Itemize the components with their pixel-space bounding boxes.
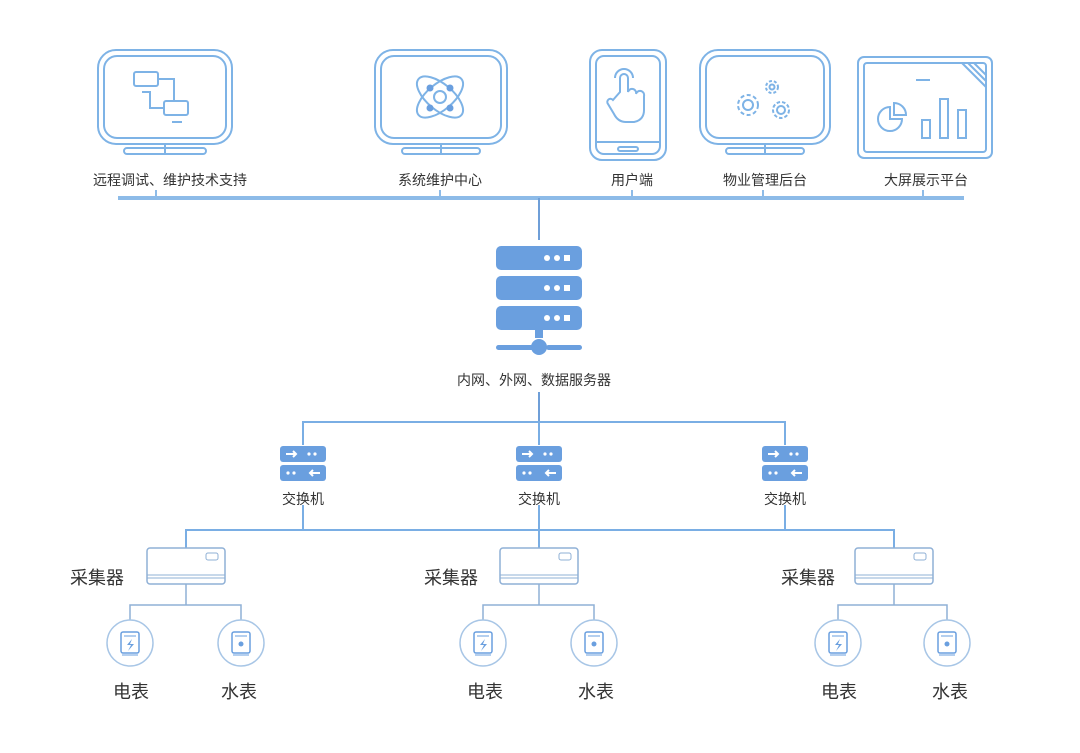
network-monitor-icon (97, 49, 233, 155)
collector-icon (146, 547, 226, 585)
gears-monitor-icon (699, 49, 831, 155)
electric-meter-label: 电表 (467, 682, 503, 703)
endpoint-label-maintenance-center: 系统维护中心 (398, 173, 482, 189)
touch-phone-icon (589, 49, 667, 161)
water-meter-icon (923, 619, 971, 667)
switch-icon (762, 446, 808, 481)
endpoint-label-user-client: 用户端 (611, 173, 653, 189)
server-rack-icon (496, 246, 582, 355)
collector-label: 采集器 (70, 568, 124, 589)
switch-icon (516, 446, 562, 481)
switch-label: 交换机 (518, 492, 560, 508)
server-label: 内网、外网、数据服务器 (457, 373, 611, 389)
endpoint-label-big-screen: 大屏展示平台 (884, 173, 968, 189)
connection-lines (118, 190, 964, 620)
electric-meter-icon (814, 619, 862, 667)
electric-meter-label: 电表 (113, 682, 149, 703)
switch-icon (280, 446, 326, 481)
endpoint-label-remote-support: 远程调试、维护技术支持 (93, 173, 247, 189)
water-meter-label: 水表 (221, 682, 257, 703)
collector-label: 采集器 (781, 568, 835, 589)
switch-label: 交换机 (764, 492, 806, 508)
atom-monitor-icon (374, 49, 508, 155)
collector-icon (854, 547, 934, 585)
water-meter-label: 水表 (932, 682, 968, 703)
collector-icon (499, 547, 579, 585)
water-meter-icon (570, 619, 618, 667)
water-meter-label: 水表 (578, 682, 614, 703)
water-meter-icon (217, 619, 265, 667)
electric-meter-icon (459, 619, 507, 667)
endpoint-label-property-admin: 物业管理后台 (723, 173, 807, 189)
electric-meter-icon (106, 619, 154, 667)
collector-label: 采集器 (424, 568, 478, 589)
electric-meter-label: 电表 (821, 682, 857, 703)
switch-label: 交换机 (282, 492, 324, 508)
dashboard-screen-icon (857, 56, 993, 159)
